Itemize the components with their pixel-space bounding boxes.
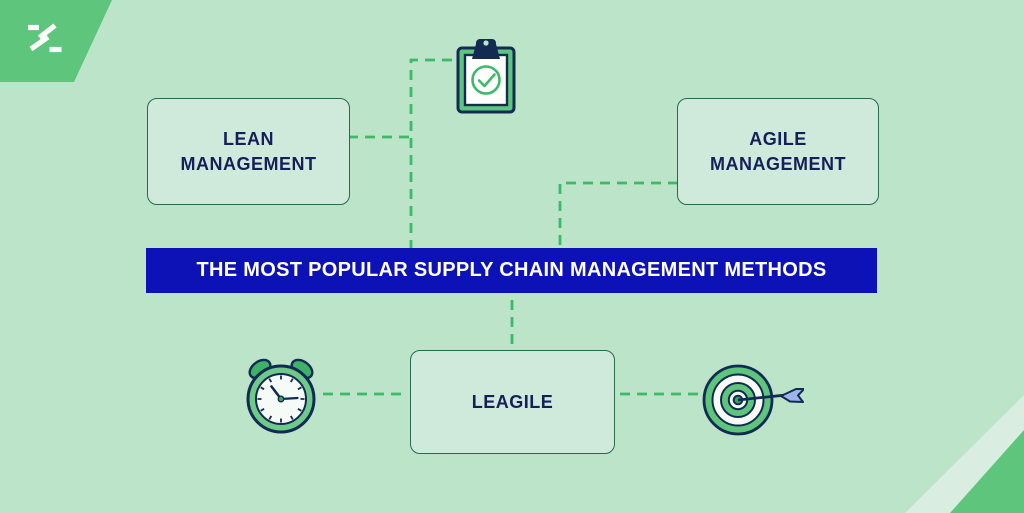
target-arrow-icon xyxy=(702,364,804,436)
arrow-fletching xyxy=(780,388,804,403)
clipboard-checklist-icon xyxy=(456,39,516,114)
node-leagile-label: LEAGILE xyxy=(471,391,554,412)
connector-agile-to-banner xyxy=(558,181,678,248)
title-banner-label: THE MOST POPULAR SUPPLY CHAIN MANAGEMENT… xyxy=(196,259,827,281)
node-agile-management: AGILE MANAGEMENT xyxy=(677,98,879,205)
check-circle xyxy=(471,65,501,95)
clipboard-clip-hole xyxy=(483,40,489,46)
logo-parallelogram xyxy=(0,0,112,82)
corner-stripe-decoration xyxy=(905,395,1024,513)
corner-dark-triangle xyxy=(950,430,1024,513)
check-mark xyxy=(477,73,496,88)
brand-logo-icon xyxy=(0,0,112,82)
node-agile-label: AGILE MANAGEMENT xyxy=(710,129,846,174)
arrow-shaft xyxy=(737,393,789,402)
node-lean-label: LEAN MANAGEMENT xyxy=(180,129,317,174)
clock-ticks xyxy=(257,375,305,423)
node-leagile: LEAGILE xyxy=(410,350,615,454)
clock-center-dot xyxy=(277,395,285,403)
alarm-clock-icon xyxy=(246,358,316,434)
connector-clipboard-to-banner xyxy=(409,58,452,248)
title-banner: THE MOST POPULAR SUPPLY CHAIN MANAGEMENT… xyxy=(146,248,877,293)
node-lean-management: LEAN MANAGEMENT xyxy=(147,98,350,205)
